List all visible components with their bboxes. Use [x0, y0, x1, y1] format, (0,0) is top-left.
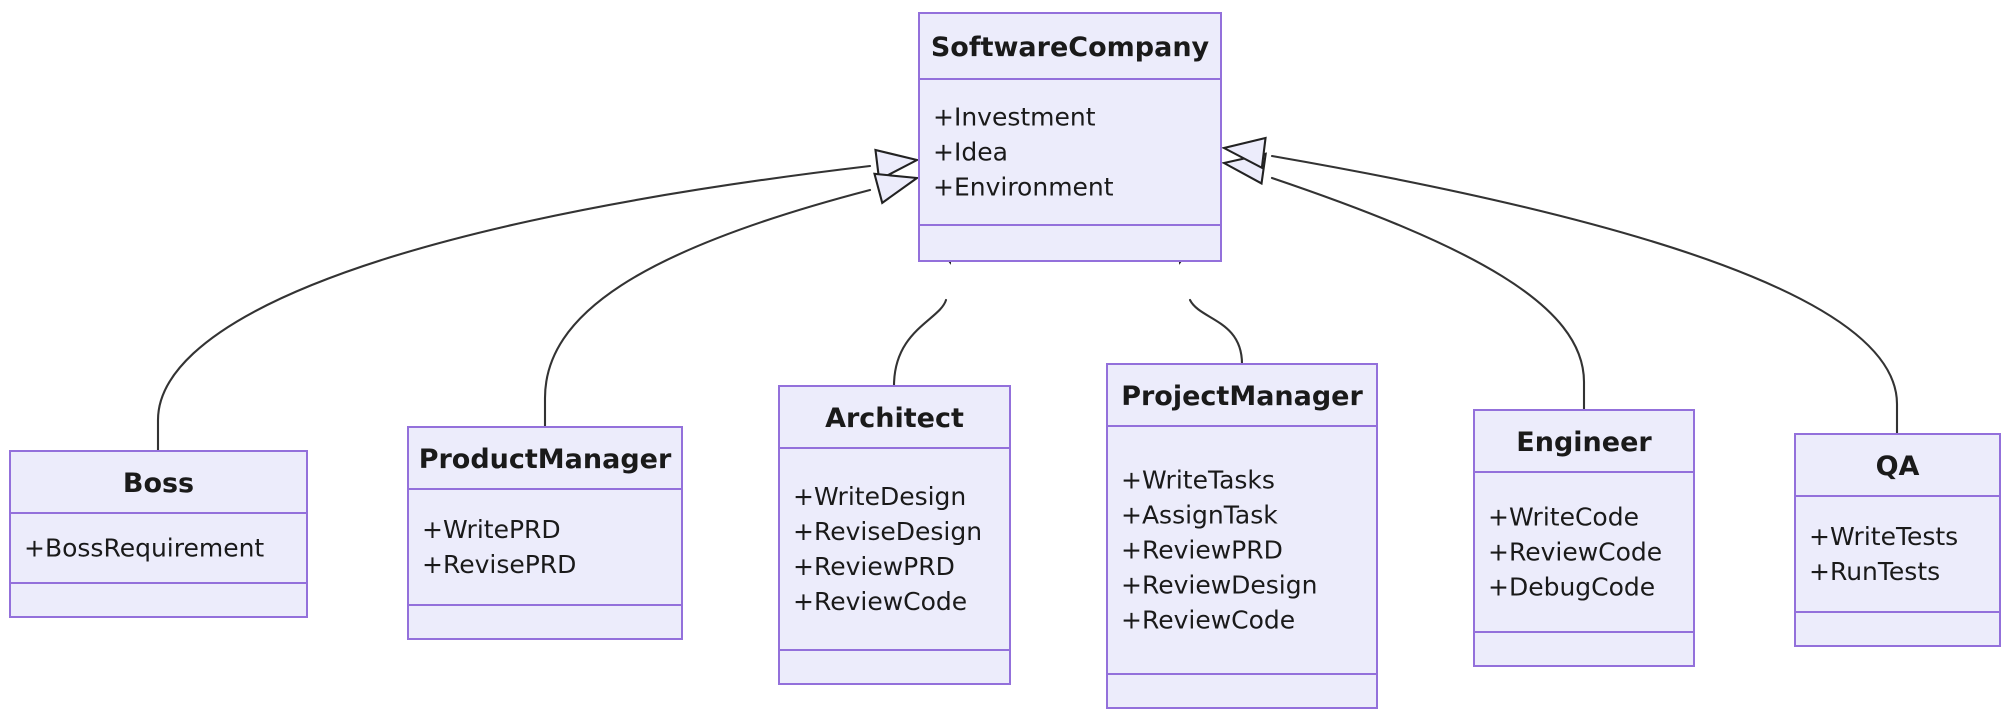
inheritance-arrowhead-icon — [873, 172, 920, 205]
class-box-boss[interactable]: Boss +BossRequirement — [9, 450, 308, 618]
class-box-engineer[interactable]: Engineer +WriteCode +ReviewCode +DebugCode — [1473, 409, 1695, 667]
generalization-edge — [543, 172, 920, 429]
edge-line — [1270, 176, 1586, 412]
class-box-qa[interactable]: QA +WriteTests +RunTests — [1794, 433, 2001, 647]
generalization-edge — [156, 148, 920, 453]
class-attribute-label: +ReviewCode — [1488, 538, 1662, 567]
class-attribute-label: +AssignTask — [1121, 501, 1278, 530]
class-box-frame — [407, 426, 683, 640]
edge-line — [543, 188, 872, 429]
class-attribute-label: +ReviewDesign — [1121, 571, 1317, 600]
class-attribute-label: +WritePRD — [422, 515, 561, 544]
class-name-label: ProductManager — [419, 444, 672, 475]
class-name-label: ProjectManager — [1121, 381, 1363, 412]
class-attribute-label: +WriteDesign — [793, 482, 966, 511]
class-box-frame — [918, 12, 1222, 262]
class-name-label: SoftwareCompany — [931, 32, 1210, 63]
class-box-frame — [1473, 409, 1695, 667]
inheritance-arrowhead-icon — [874, 148, 920, 182]
class-name-label: QA — [1876, 451, 1920, 482]
class-attribute-label: +BossRequirement — [24, 534, 264, 563]
class-name-label: Architect — [825, 403, 964, 434]
class-attribute-label: +Idea — [933, 138, 1008, 167]
class-attribute-label: +RunTests — [1809, 557, 1940, 586]
class-box-frame — [9, 450, 308, 618]
inheritance-arrowhead-icon — [1221, 136, 1267, 170]
class-attribute-label: +ReviewPRD — [1121, 536, 1283, 565]
class-attribute-label: +RevisePRD — [422, 550, 576, 579]
class-name-label: Engineer — [1516, 427, 1652, 458]
edge-line — [1188, 298, 1244, 366]
edge-line — [892, 298, 948, 388]
class-attribute-label: +WriteTasks — [1121, 466, 1275, 495]
class-box-software-company[interactable]: SoftwareCompany +Investment +Idea +Environm… — [918, 12, 1222, 262]
class-boxes-layer: SoftwareCompany +Investment +Idea +Environm… — [9, 12, 2001, 709]
edge-line — [1270, 154, 1899, 436]
class-box-frame — [1106, 363, 1378, 709]
class-name-label: Boss — [123, 468, 194, 499]
class-box-frame — [1794, 433, 2001, 647]
class-attribute-label: +ReviewCode — [793, 587, 967, 616]
edge-line — [156, 164, 872, 453]
class-attribute-label: +ReviseDesign — [793, 517, 982, 546]
class-box-frame — [778, 385, 1011, 685]
class-attribute-label: +Investment — [933, 103, 1096, 132]
class-box-product-manager[interactable]: ProductManager +WritePRD +RevisePRD — [407, 426, 683, 640]
class-attribute-label: +WriteCode — [1488, 503, 1639, 532]
class-box-project-manager[interactable]: ProjectManager +WriteTasks +AssignTask +Rev… — [1106, 363, 1378, 709]
class-attribute-label: +DebugCode — [1488, 573, 1655, 602]
class-attribute-label: +WriteTests — [1809, 522, 1958, 551]
class-attribute-label: +ReviewCode — [1121, 606, 1295, 635]
class-box-architect[interactable]: Architect +WriteDesign +ReviseDesign +Revie… — [778, 385, 1011, 685]
generalization-edge — [1221, 136, 1899, 436]
class-attribute-label: +Environment — [933, 173, 1114, 202]
class-attribute-label: +ReviewPRD — [793, 552, 955, 581]
